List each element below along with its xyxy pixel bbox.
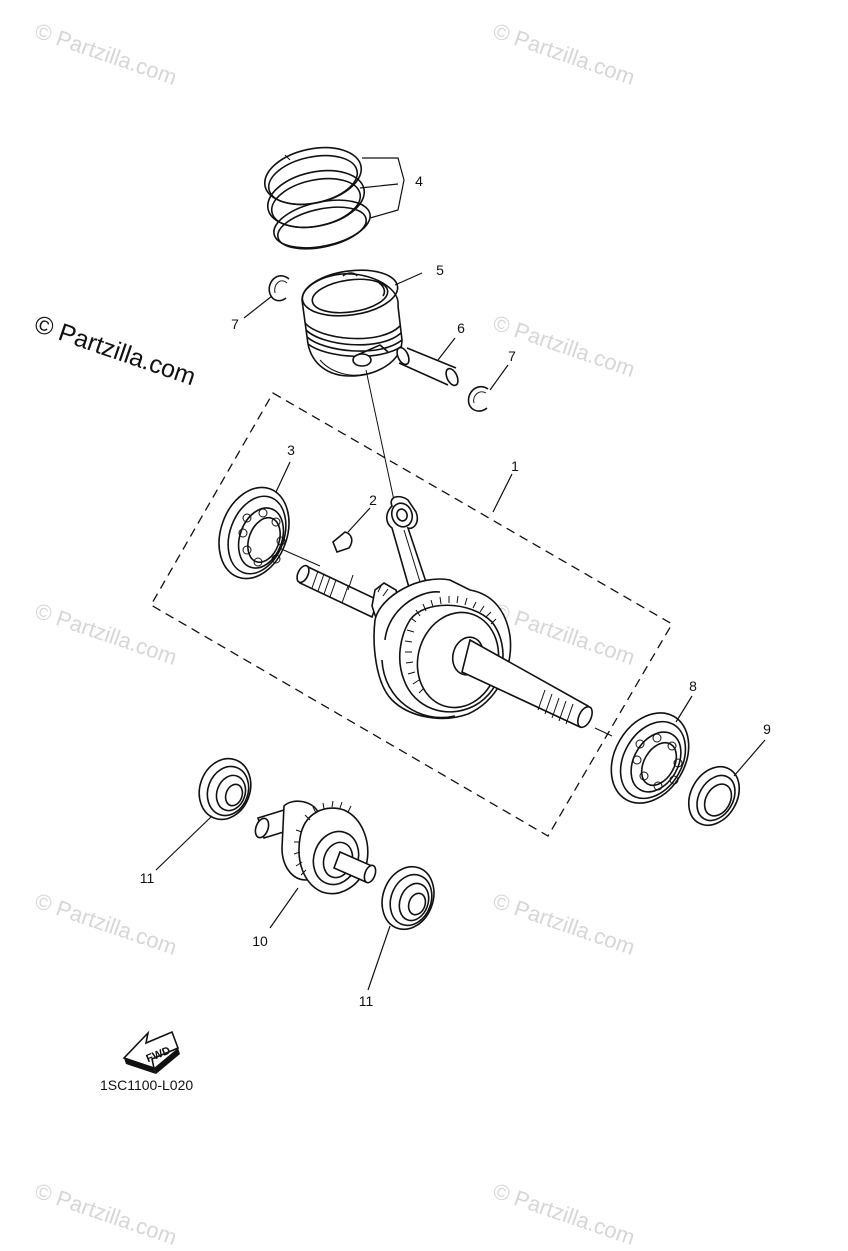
callout-8: 8 bbox=[689, 678, 697, 694]
circlip-left bbox=[268, 275, 290, 302]
callout-1: 1 bbox=[511, 458, 519, 474]
callout-9: 9 bbox=[763, 721, 771, 737]
forward-direction-badge: FWD bbox=[122, 1030, 180, 1074]
exploded-view: .ln { fill:none; stroke:#111; stroke-wid… bbox=[100, 146, 771, 1093]
callout-2: 2 bbox=[369, 492, 377, 508]
oil-seal bbox=[687, 765, 741, 827]
crank-bearing-right bbox=[610, 712, 690, 804]
callout-6: 6 bbox=[457, 320, 465, 336]
piston-pin bbox=[396, 346, 459, 387]
callout-11-upper: 11 bbox=[140, 870, 155, 886]
diagram-code: 1SC1100-L020 bbox=[100, 1077, 193, 1093]
woodruff-key bbox=[332, 531, 353, 553]
callout-10: 10 bbox=[252, 933, 268, 949]
callout-7-right: 7 bbox=[508, 348, 516, 364]
callout-3: 3 bbox=[287, 442, 295, 458]
balancer-shaft bbox=[254, 800, 377, 895]
leader-lines bbox=[155, 157, 766, 991]
crank-bearing-left bbox=[218, 486, 290, 580]
callout-7-left: 7 bbox=[231, 316, 239, 332]
parts-diagram: © Partzilla.com © Partzilla.com © Partzi… bbox=[31, 18, 771, 1250]
piston bbox=[301, 269, 403, 377]
callout-5: 5 bbox=[436, 262, 444, 278]
balancer-bearing-upper bbox=[198, 757, 252, 821]
crankshaft-assembly-boundary bbox=[150, 392, 673, 837]
balancer-bearing-lower bbox=[381, 865, 435, 931]
callout-11-lower: 11 bbox=[359, 993, 374, 1009]
callout-4: 4 bbox=[415, 173, 423, 189]
circlip-right bbox=[467, 385, 489, 412]
piston-rings bbox=[263, 146, 371, 250]
crankshaft bbox=[296, 495, 593, 729]
